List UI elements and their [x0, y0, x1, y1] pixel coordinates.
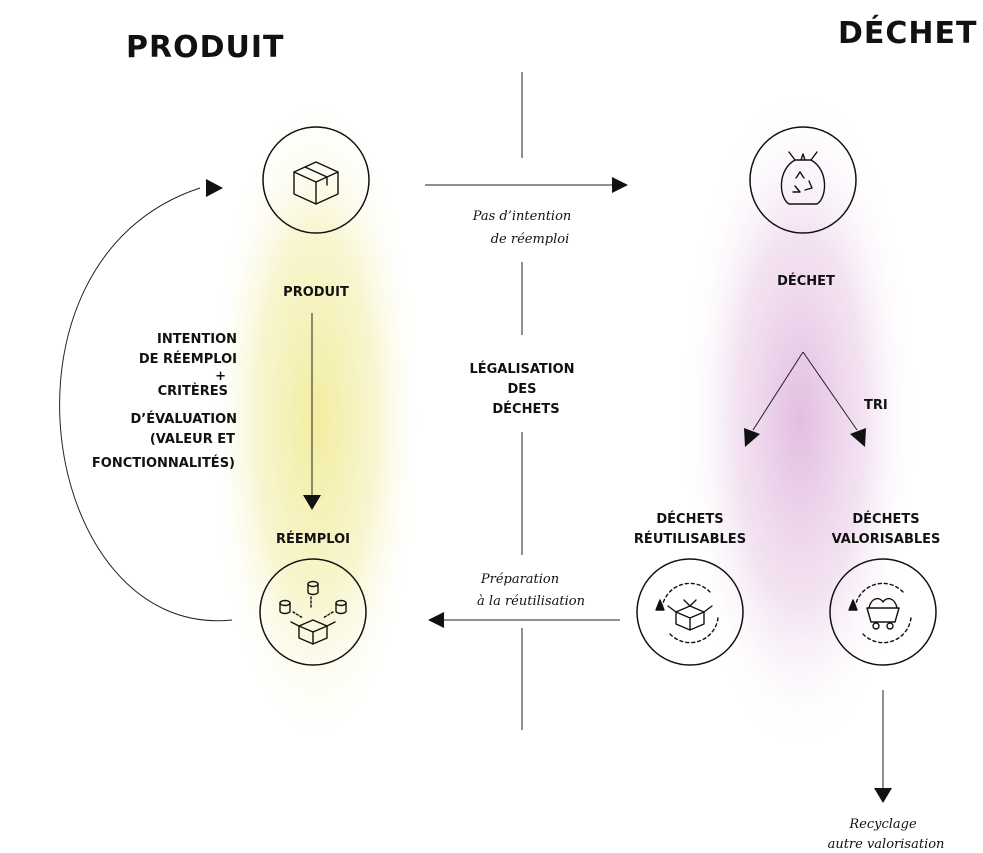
- svg-text:DES: DES: [507, 382, 536, 397]
- svg-text:DÉCHETS: DÉCHETS: [492, 401, 559, 417]
- svg-text:+: +: [215, 369, 226, 384]
- tri-branch-left: [752, 351, 804, 431]
- recycle-bag-icon: [780, 151, 826, 205]
- reutilisables-node: [636, 558, 744, 666]
- reutilisables-label-2: RÉUTILISABLES: [634, 531, 746, 547]
- produit-glow: [206, 80, 426, 760]
- preparation-label-1: Préparation: [480, 572, 559, 587]
- valorisables-node: [829, 558, 937, 666]
- pas-intention-label-1: Pas d’intention: [472, 209, 572, 224]
- reutilisables-label-1: DÉCHETS: [656, 511, 723, 527]
- mine-cart-cycle-icon: [848, 582, 912, 644]
- title-produit: PRODUIT: [126, 30, 284, 65]
- dechet-label: DÉCHET: [777, 273, 835, 289]
- arrowhead-down-recyclage: [874, 788, 892, 803]
- box-icon: [293, 161, 339, 205]
- arrowhead-right-dechet: [612, 177, 628, 193]
- svg-text:(VALEUR ET: (VALEUR ET: [150, 432, 235, 447]
- svg-text:CRITÈRES: CRITÈRES: [158, 383, 228, 399]
- tri-label: TRI: [864, 398, 888, 413]
- legalisation-label: LÉGALISATION DES DÉCHETS: [469, 361, 574, 417]
- arrowhead-left-reemploi: [428, 612, 444, 628]
- svg-text:FONCTIONNALITÉS): FONCTIONNALITÉS): [92, 455, 235, 471]
- dechet-node: [749, 126, 857, 234]
- svg-text:DE RÉEMPLOI: DE RÉEMPLOI: [139, 351, 237, 367]
- title-dechet: DÉCHET: [838, 15, 977, 51]
- valorisables-label-1: DÉCHETS: [852, 511, 919, 527]
- recyclage-label-1: Recyclage: [848, 817, 917, 832]
- tri-branch-right: [802, 351, 858, 431]
- dechet-glow: [680, 80, 920, 760]
- preparation-label-2: à la réutilisation: [477, 594, 585, 609]
- produit-label: PRODUIT: [283, 285, 349, 300]
- svg-text:D’ÉVALUATION: D’ÉVALUATION: [130, 411, 237, 427]
- pas-intention-label-2: de réemploi: [491, 232, 570, 247]
- arrowhead-down-reemploi: [303, 495, 321, 510]
- reemploi-node: [259, 558, 367, 666]
- return-arc: [59, 187, 233, 622]
- intention-label: INTENTION DE RÉEMPLOI + CRITÈRES D’ÉVALU…: [92, 332, 237, 471]
- arrowhead-right-produit: [206, 179, 223, 197]
- arrowhead-reutilisables: [744, 428, 760, 447]
- svg-text:LÉGALISATION: LÉGALISATION: [469, 361, 574, 377]
- arrowhead-valorisables: [850, 428, 866, 447]
- svg-text:INTENTION: INTENTION: [157, 332, 237, 347]
- open-box-cycle-icon: [655, 582, 719, 644]
- recyclage-label-2: autre valorisation: [828, 837, 945, 852]
- reuse-box-icon: [279, 580, 347, 645]
- valorisables-label-2: VALORISABLES: [832, 532, 941, 547]
- produit-node: [262, 126, 370, 234]
- reemploi-label: RÉEMPLOI: [276, 531, 350, 547]
